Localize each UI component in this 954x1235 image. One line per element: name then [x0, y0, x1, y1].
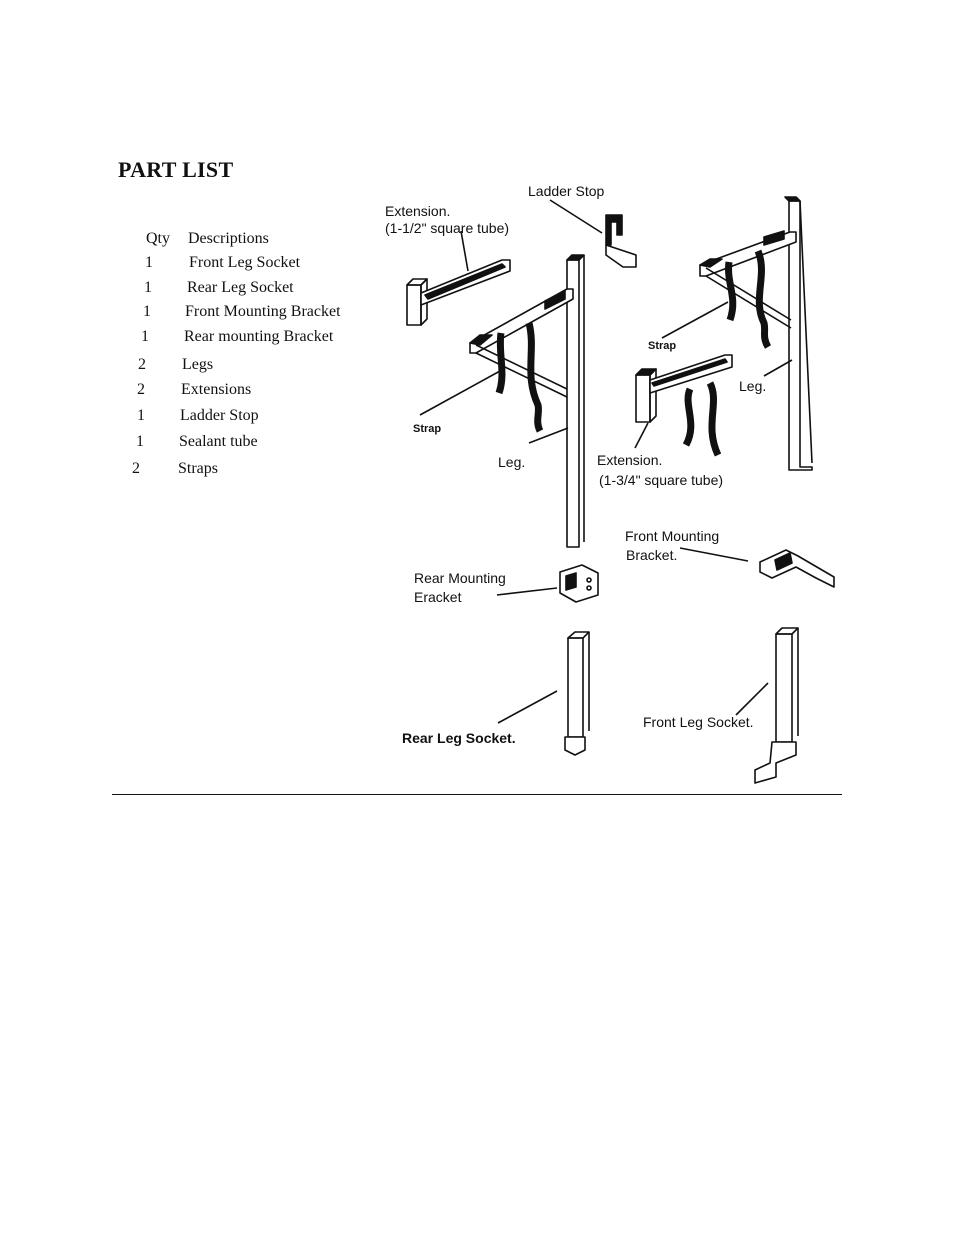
label-extension-small: Extension.	[385, 203, 450, 219]
description-cell: Extensions	[181, 381, 252, 398]
rear-leg-socket-drawing	[497, 631, 590, 756]
description-cell: Legs	[182, 356, 214, 373]
label-front-leg-socket: Front Leg Socket.	[643, 714, 754, 730]
label-strap-left: Strap	[413, 423, 441, 435]
ladder-stop-drawing	[549, 199, 637, 268]
large-extension-drawing	[634, 354, 733, 457]
label-front-mounting: Front Mounting	[625, 528, 719, 544]
qty-cell: 1	[143, 303, 151, 320]
description-header: Descriptions	[188, 230, 269, 247]
label-leg-left: Leg.	[498, 454, 525, 470]
description-cell: Front Leg Socket	[189, 254, 301, 271]
qty-header: Qty	[146, 230, 170, 247]
rear-mounting-bracket-drawing	[496, 564, 599, 603]
label-ladder-stop: Ladder Stop	[528, 183, 604, 199]
description-cell: Rear mounting Bracket	[184, 328, 334, 345]
description-cell: Front Mounting Bracket	[185, 303, 341, 320]
page-title: PART LIST	[118, 157, 234, 182]
qty-cell: 1	[145, 254, 153, 271]
qty-cell: 1	[137, 407, 145, 424]
description-cell: Ladder Stop	[180, 407, 259, 424]
qty-cell: 1	[141, 328, 149, 345]
label-front-mounting-bracket: Bracket.	[626, 547, 677, 563]
qty-cell: 1	[136, 433, 144, 450]
description-cell: Straps	[178, 460, 218, 477]
description-cell: Rear Leg Socket	[187, 279, 294, 296]
front-leg-socket-drawing	[735, 627, 799, 784]
label-extension-large-size: (1-3/4" square tube)	[599, 472, 723, 488]
label-leg-right: Leg.	[739, 378, 766, 394]
qty-cell: 2	[137, 381, 145, 398]
qty-cell: 1	[144, 279, 152, 296]
parts-diagram-svg: Ladder Stop Extension. (1-1/2" square tu…	[385, 183, 835, 784]
qty-cell: 2	[132, 460, 140, 477]
label-extension-large: Extension.	[597, 452, 662, 468]
label-extension-small-size: (1-1/2" square tube)	[385, 220, 509, 236]
front-mounting-bracket-drawing	[679, 547, 835, 588]
qty-cell: 2	[138, 356, 146, 373]
right-leg-assembly	[661, 196, 813, 471]
label-strap-right: Strap	[648, 340, 676, 352]
small-extension-drawing	[406, 230, 511, 326]
section-divider	[112, 794, 842, 795]
description-cell: Sealant tube	[179, 433, 258, 450]
label-rear-leg-socket: Rear Leg Socket.	[402, 730, 516, 746]
parts-diagram: Ladder Stop Extension. (1-1/2" square tu…	[380, 175, 850, 790]
label-rear-mounting-bracket: Eracket	[414, 589, 462, 605]
left-leg-assembly	[419, 254, 585, 548]
label-rear-mounting: Rear Mounting	[414, 570, 506, 586]
